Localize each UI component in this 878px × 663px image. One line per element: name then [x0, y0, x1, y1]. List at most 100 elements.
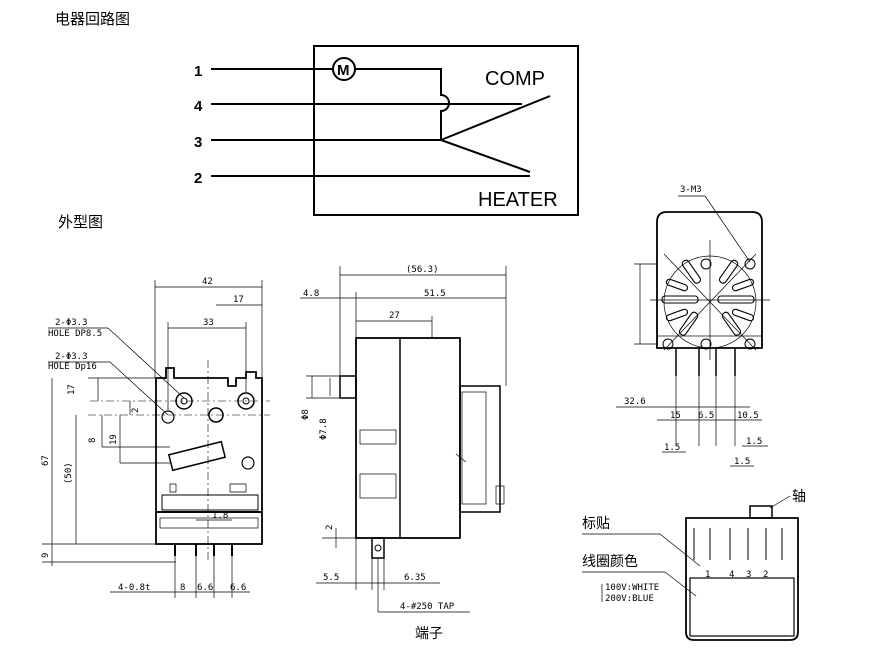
front-tab-left [169, 483, 177, 493]
side-motor-tab [495, 485, 505, 505]
side-shaft [339, 375, 357, 399]
dim-phi-7-8: Φ7.8 [319, 418, 329, 440]
label-sticker [689, 577, 795, 637]
hole-spec-1: 2-Φ3.3 [55, 318, 88, 328]
dim-33: 33 [203, 318, 214, 328]
label-pin-order-2: 2 [763, 570, 768, 580]
mount-hole-4 [241, 456, 255, 470]
top-hole-1 [700, 258, 712, 270]
top-body [656, 211, 763, 349]
side-recess-2 [359, 473, 397, 499]
label-pin-order-3: 3 [746, 570, 751, 580]
voltage-200v: 200V:BLUE [605, 594, 654, 604]
circuit-pin-4: 4 [194, 98, 203, 115]
hole-leader-2b [109, 361, 169, 416]
dim-19-left: 19 [109, 434, 119, 445]
voltage-100v: 100V:WHITE [605, 583, 659, 593]
sticker-label: 标贴 [582, 516, 610, 532]
dim-2-side: 2 [325, 525, 335, 530]
circuit-pin-2: 2 [194, 170, 202, 187]
dim-pin-6-6b: 6.6 [230, 583, 246, 593]
front-terminal-slot [159, 517, 259, 529]
front-slot [167, 440, 227, 472]
top-hole-2 [662, 338, 674, 350]
side-terminal [371, 537, 385, 559]
dim-6-5: 6.5 [698, 411, 714, 421]
dim-50-left: (50) [64, 462, 74, 484]
top-screw-leader-b [704, 195, 751, 263]
dim-67-left: 67 [41, 455, 51, 466]
front-view: 42 17 33 2-Φ3.3 HOLE DP8.5 2-Φ3.3 HOLE D… [41, 277, 270, 598]
label-pin-order-1: 1 [705, 570, 710, 580]
dim-1-8: 1.8 [212, 511, 228, 521]
front-tab [229, 483, 247, 493]
top-screw-spec: 3-M3 [680, 185, 702, 195]
dim-2-left: 2 [131, 408, 141, 413]
top-hole-4 [700, 338, 712, 350]
dim-pin-thickness: 4-0.8t [118, 583, 151, 593]
side-motor [459, 385, 501, 513]
dim-1-5b: 1.5 [734, 457, 750, 467]
dim-pin-8: 8 [180, 583, 185, 593]
front-base-frame [161, 494, 259, 511]
coil-color-label: 线圈颜色 [582, 553, 638, 570]
hole-leader-1b [107, 327, 185, 399]
coil-leader-b [664, 571, 697, 597]
shaft-label: 轴 [792, 489, 806, 505]
switch-contact-heater [440, 139, 531, 173]
circuit-pin-1: 1 [194, 63, 202, 80]
label-view: 1 4 3 2 轴 标贴 线圈颜色 100V:WHITE 200V:BLUE [582, 489, 806, 641]
top-cam-blades [661, 259, 755, 336]
dim-1-5c: 1.5 [746, 437, 762, 447]
side-body [355, 337, 461, 539]
dim-51-5: 51.5 [424, 289, 446, 299]
dim-15: 15 [670, 411, 681, 421]
dim-17-left: 17 [67, 384, 77, 395]
motor-wire [355, 68, 450, 140]
circuit-box [313, 45, 579, 216]
dim-42: 42 [202, 277, 213, 287]
label-pin-order-4: 4 [729, 570, 734, 580]
comp-label: COMP [485, 68, 545, 90]
top-hole-5 [744, 338, 756, 350]
dim-9-left: 9 [41, 553, 51, 558]
dim-56-3: (56.3) [406, 265, 439, 275]
circuit-diagram: 1 4 3 2 M COMP HEATER [194, 45, 579, 216]
dim-8-left: 8 [88, 438, 98, 443]
hole-spec-2: 2-Φ3.3 [55, 352, 88, 362]
dim-27: 27 [389, 311, 400, 321]
switch-contact-comp [440, 95, 551, 141]
sticker-leader-b [659, 533, 701, 567]
hole-spec-1-depth: HOLE DP8.5 [48, 329, 102, 339]
circuit-diagram-heading: 电器回路图 [55, 10, 130, 28]
dim-phi-8: Φ8 [301, 409, 311, 420]
dim-17-top: 17 [233, 295, 244, 305]
dim-10-5: 10.5 [737, 411, 759, 421]
mount-hole-2-inner [242, 397, 250, 405]
dim-6-35: 6.35 [404, 573, 426, 583]
dim-5-5: 5.5 [323, 573, 339, 583]
side-terminal-hole [374, 544, 382, 552]
front-terminal-block [155, 511, 263, 545]
circuit-pin-3: 3 [194, 134, 202, 151]
dim-32-6: 32.6 [624, 397, 646, 407]
side-recess-1 [359, 429, 397, 445]
side-mark [455, 453, 467, 463]
dim-pin-6-6a: 6.6 [197, 583, 213, 593]
tap-spec: 4-#250 TAP [400, 602, 455, 612]
terminal-label: 端子 [415, 626, 443, 642]
motor-symbol-label: M [337, 62, 350, 79]
hole-spec-2-depth: HOLE Dp16 [48, 362, 97, 372]
label-view-body [685, 517, 799, 641]
front-body-outline [155, 367, 263, 513]
dim-4-8: 4.8 [303, 289, 319, 299]
shaft-stub [749, 505, 773, 519]
top-hole-3 [744, 258, 756, 270]
heater-label: HEATER [478, 189, 558, 211]
outline-drawing-heading: 外型图 [58, 213, 103, 231]
mount-hole-3 [161, 410, 175, 424]
shaft-leader [769, 495, 791, 509]
dim-1-5a: 1.5 [664, 443, 680, 453]
